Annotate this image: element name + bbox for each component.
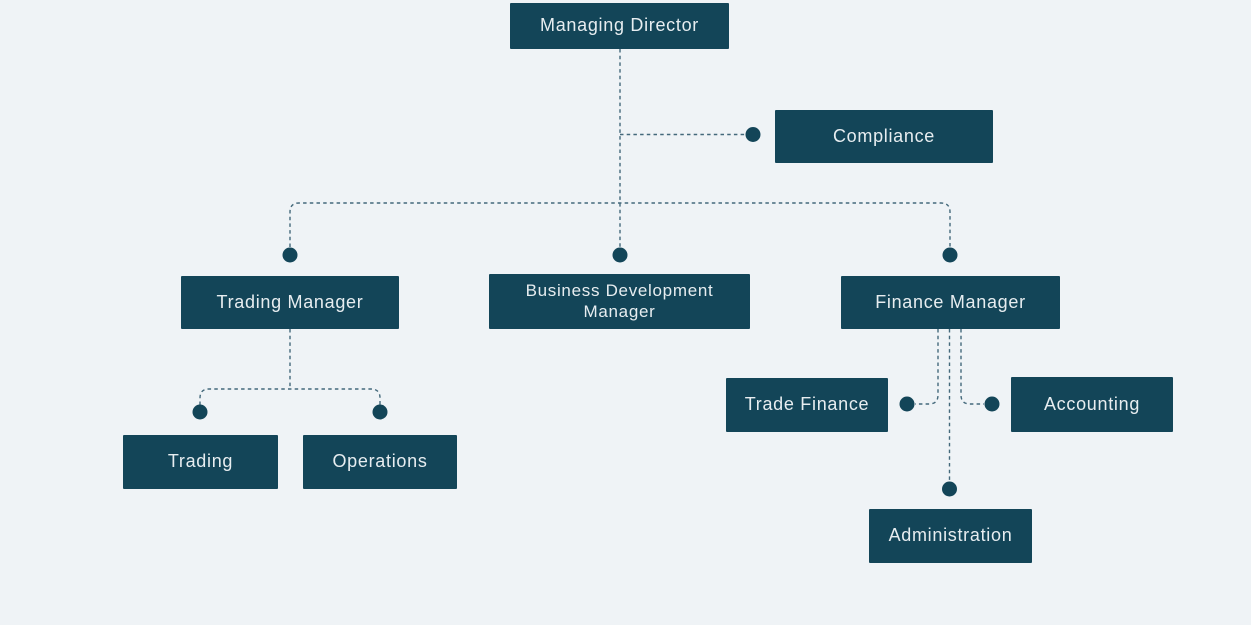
- node-administration[interactable]: Administration: [869, 509, 1032, 563]
- node-label: Trade Finance: [744, 394, 870, 415]
- node-operations[interactable]: Operations: [303, 435, 457, 489]
- edge-fm-trade-finance: [915, 329, 939, 405]
- node-accounting[interactable]: Accounting: [1011, 377, 1173, 432]
- node-label: Managing Director: [540, 15, 699, 36]
- node-label: Trading: [167, 451, 234, 472]
- dot-accounting: [984, 396, 1000, 412]
- dot-administration: [942, 481, 957, 497]
- node-label: Accounting: [1043, 393, 1141, 414]
- node-trading-manager[interactable]: Trading Manager: [181, 276, 399, 329]
- node-label: Administration: [888, 525, 1013, 546]
- node-label: Business Development Manager: [525, 281, 714, 321]
- node-label: Trading Manager: [216, 291, 364, 312]
- node-label: Operations: [332, 451, 428, 472]
- dot-business-development-manager: [612, 247, 628, 263]
- dot-trade-finance: [899, 396, 915, 412]
- dot-compliance: [745, 127, 761, 142]
- dot-trading: [192, 404, 208, 420]
- dot-trading-manager: [282, 247, 298, 263]
- node-finance-manager[interactable]: Finance Manager: [841, 276, 1060, 329]
- node-business-development-manager[interactable]: Business Development Manager: [489, 274, 750, 329]
- dot-finance-manager: [942, 247, 958, 263]
- edge-tm-rail: [199, 388, 381, 405]
- edge-fm-accounting: [960, 329, 984, 405]
- node-managing-director[interactable]: Managing Director: [510, 3, 729, 49]
- edge-managers-rail: [289, 202, 951, 247]
- node-compliance[interactable]: Compliance: [775, 110, 993, 163]
- node-trading[interactable]: Trading: [123, 435, 278, 489]
- node-label: Finance Manager: [875, 291, 1026, 312]
- node-label: Compliance: [832, 125, 936, 146]
- dot-operations: [372, 404, 388, 420]
- node-trade-finance[interactable]: Trade Finance: [726, 378, 888, 432]
